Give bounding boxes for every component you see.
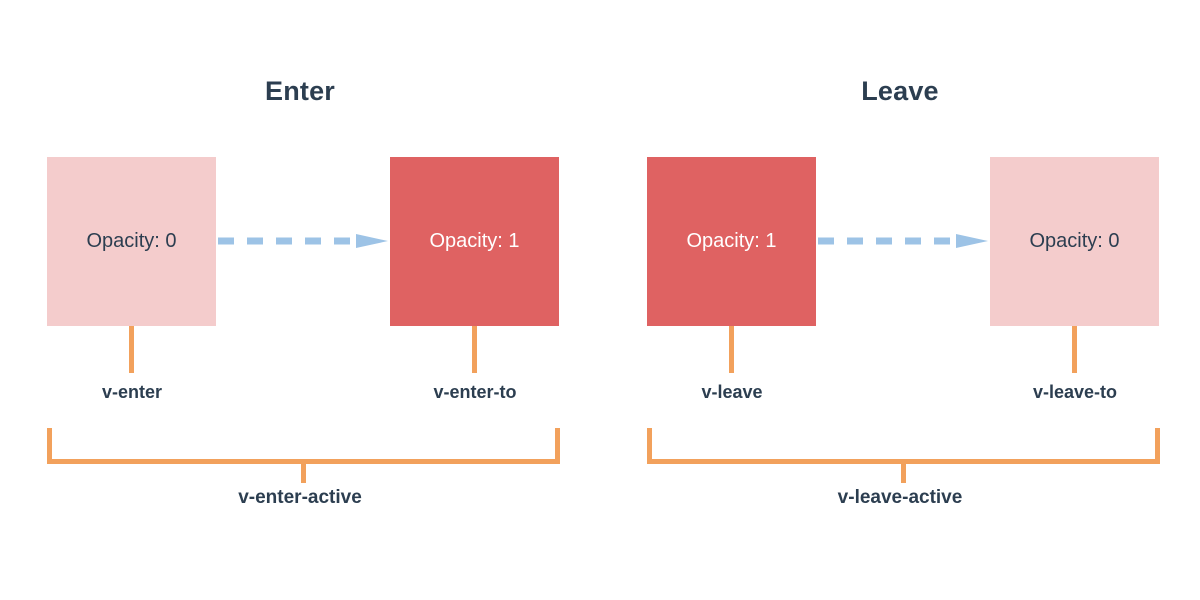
leave-active-bracket [647,428,1160,464]
enter-section: Enter Opacity: 0 Opacity: 1 v-enter v-en… [47,76,560,508]
enter-transition-arrow-icon [218,234,388,248]
enter-end-box-label: Opacity: 1 [429,230,520,252]
leave-start-box-label: Opacity: 1 [686,230,777,252]
leave-end-box-label: Opacity: 0 [1029,230,1120,252]
leave-transition-arrow-icon [818,234,988,248]
v-enter-to-class-label: v-enter-to [433,382,517,402]
v-leave-class-label: v-leave [701,382,763,402]
enter-end-connector [472,326,477,373]
v-leave-to-class-label: v-leave-to [1032,382,1118,402]
enter-start-box: Opacity: 0 [47,157,216,326]
leave-start-box: Opacity: 1 [647,157,816,326]
enter-end-box: Opacity: 1 [390,157,559,326]
v-leave-active-class-label: v-leave-active [837,487,963,508]
enter-active-bracket-stub [301,463,306,483]
leave-end-connector [1072,326,1077,373]
enter-section-title: Enter [264,76,336,106]
v-enter-class-label: v-enter [101,382,163,402]
v-enter-active-class-label: v-enter-active [238,487,362,508]
enter-active-bracket [47,428,560,464]
leave-active-bracket-stub [901,463,906,483]
leave-section: Leave Opacity: 1 Opacity: 0 v-leave v-le… [600,0,1200,600]
leave-start-connector [729,326,734,373]
leave-end-box: Opacity: 0 [990,157,1159,326]
leave-section-title: Leave [861,76,939,106]
enter-start-connector [129,326,134,373]
enter-start-box-label: Opacity: 0 [86,230,177,252]
